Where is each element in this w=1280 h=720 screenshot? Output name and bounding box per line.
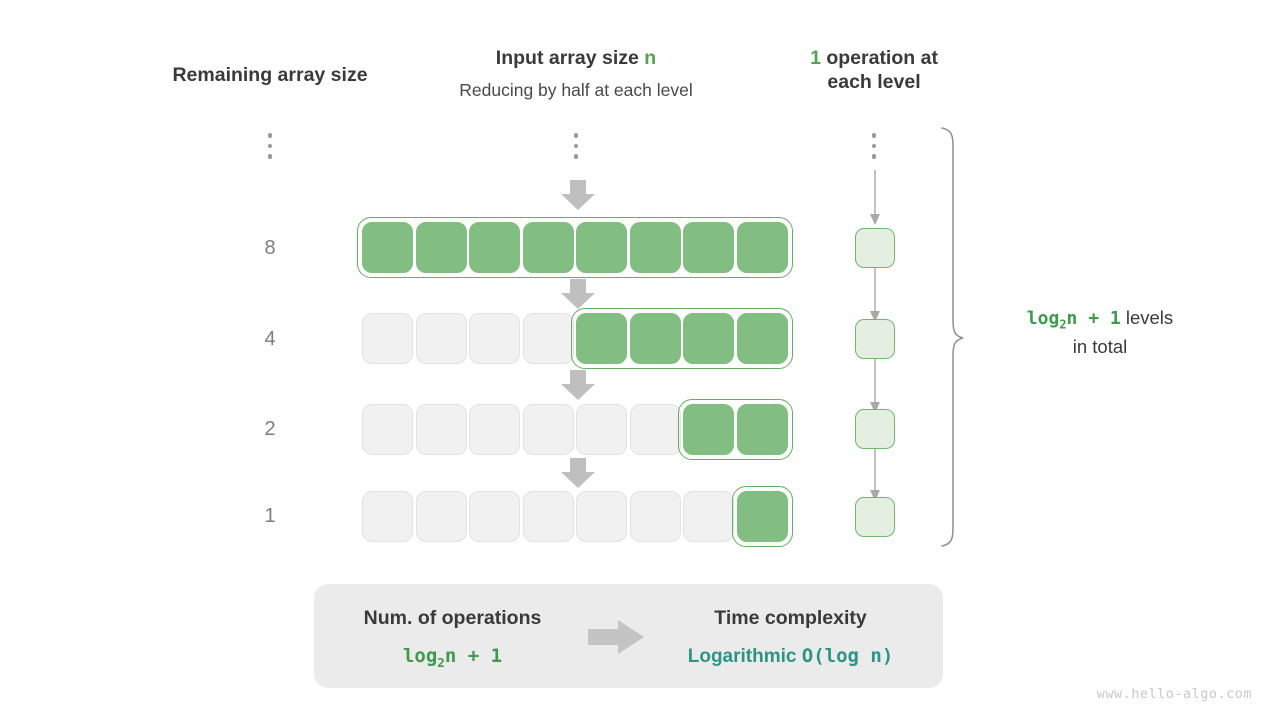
array-cell-empty-r3-c6 (683, 491, 734, 542)
heading-ops-text: operation at (820, 47, 938, 69)
down-block-arrow-icon-2 (561, 279, 595, 309)
levels-formula: log2n + 1 (1026, 308, 1121, 332)
array-cell-active-r2-c7 (736, 404, 788, 455)
heading-ops-line2: each level (827, 70, 921, 93)
row-label-1: 1 (264, 505, 276, 527)
array-cell-active-r0-c3 (522, 222, 574, 273)
array-cell-empty-r3-c3 (522, 491, 574, 542)
vertical-ellipsis-icon-operations (867, 133, 881, 159)
array-cell-active-r1-c7 (736, 313, 788, 364)
array-cell-active-r1-c4 (576, 313, 627, 364)
array-cell-active-r0-c2 (469, 222, 520, 273)
heading-input-accent-n: n (644, 47, 657, 69)
curly-brace-icon (941, 127, 964, 547)
array-cell-empty-r1-c0 (362, 313, 413, 364)
summary-left-title: Num. of operations (363, 607, 542, 629)
heading-input-text: Input array size (495, 47, 645, 69)
levels-total-note: log2n + 1 levels in total (975, 305, 1225, 360)
array-cell-empty-r3-c1 (415, 491, 467, 542)
levels-note-line2: in total (1072, 335, 1128, 357)
array-cell-empty-r2-c4 (576, 404, 627, 455)
array-cell-empty-r1-c3 (522, 313, 574, 364)
array-cell-empty-r2-c0 (362, 404, 413, 455)
summary-left-log: log (402, 645, 438, 667)
array-cell-empty-r2-c2 (469, 404, 520, 455)
array-cell-active-r0-c7 (736, 222, 788, 273)
array-cell-active-r3-c7 (736, 491, 788, 542)
thin-arrow-icon-op-3 (870, 446, 880, 501)
array-cell-empty-r3-c4 (576, 491, 627, 542)
array-cell-empty-r2-c5 (629, 404, 681, 455)
watermark: www.hello-algo.com (1096, 686, 1252, 702)
heading-operations-per-level: 1 operation at each level (774, 47, 974, 95)
levels-formula-log: log (1026, 308, 1060, 329)
summary-right-value: Logarithmic O(log n) (668, 645, 913, 668)
vertical-ellipsis-icon-labels (263, 133, 277, 159)
array-cell-active-r0-c6 (683, 222, 734, 273)
summary-left-rest: n + 1 (444, 645, 503, 667)
operation-box-level-3 (855, 409, 895, 449)
heading-remaining-array-size: Remaining array size (172, 64, 368, 86)
row-label-4: 4 (264, 328, 276, 350)
array-cell-empty-r1-c2 (469, 313, 520, 364)
array-cell-active-r0-c4 (576, 222, 627, 273)
array-cell-active-r1-c5 (629, 313, 681, 364)
array-cell-empty-r2-c3 (522, 404, 574, 455)
array-cell-empty-r1-c1 (415, 313, 467, 364)
heading-input-array-size: Input array size n (426, 47, 726, 71)
operation-box-level-4 (855, 497, 895, 537)
summary-left-value: log2n + 1 (330, 645, 575, 670)
down-block-arrow-icon-3 (561, 370, 595, 400)
thin-arrow-icon-op-0 (870, 170, 880, 225)
array-cell-active-r0-c1 (415, 222, 467, 273)
heading-ops-accent-1: 1 (810, 47, 821, 69)
operation-box-level-1 (855, 228, 895, 268)
vertical-ellipsis-icon-array (569, 133, 583, 159)
summary-right-word: Logarithmic (687, 646, 797, 667)
array-cell-active-r0-c5 (629, 222, 681, 273)
down-block-arrow-icon-4 (561, 458, 595, 488)
summary-right-block: Time complexity Logarithmic O(log n) (668, 607, 913, 668)
row-label-2: 2 (264, 418, 276, 440)
summary-right-notation: O(log n) (801, 645, 894, 667)
array-cell-active-r2-c6 (683, 404, 734, 455)
down-block-arrow-icon-1 (561, 180, 595, 210)
array-cell-active-r1-c6 (683, 313, 734, 364)
row-label-8: 8 (264, 237, 276, 259)
operation-box-level-2 (855, 319, 895, 359)
array-cell-empty-r3-c5 (629, 491, 681, 542)
thin-arrow-icon-op-1 (870, 267, 880, 322)
array-cell-empty-r3-c0 (362, 491, 413, 542)
thin-arrow-icon-op-2 (870, 358, 880, 413)
levels-formula-base: 2 (1059, 317, 1067, 332)
array-cell-active-r0-c0 (362, 222, 413, 273)
array-cell-empty-r2-c1 (415, 404, 467, 455)
heading-input-subtitle: Reducing by half at each level (459, 80, 693, 100)
right-block-arrow-icon (588, 620, 644, 654)
array-cell-empty-r3-c2 (469, 491, 520, 542)
summary-left-base: 2 (437, 654, 445, 670)
summary-left-block: Num. of operations log2n + 1 (330, 607, 575, 670)
summary-right-title: Time complexity (714, 607, 867, 629)
levels-formula-rest: n + 1 (1066, 308, 1121, 329)
levels-note-text: levels (1120, 307, 1174, 328)
